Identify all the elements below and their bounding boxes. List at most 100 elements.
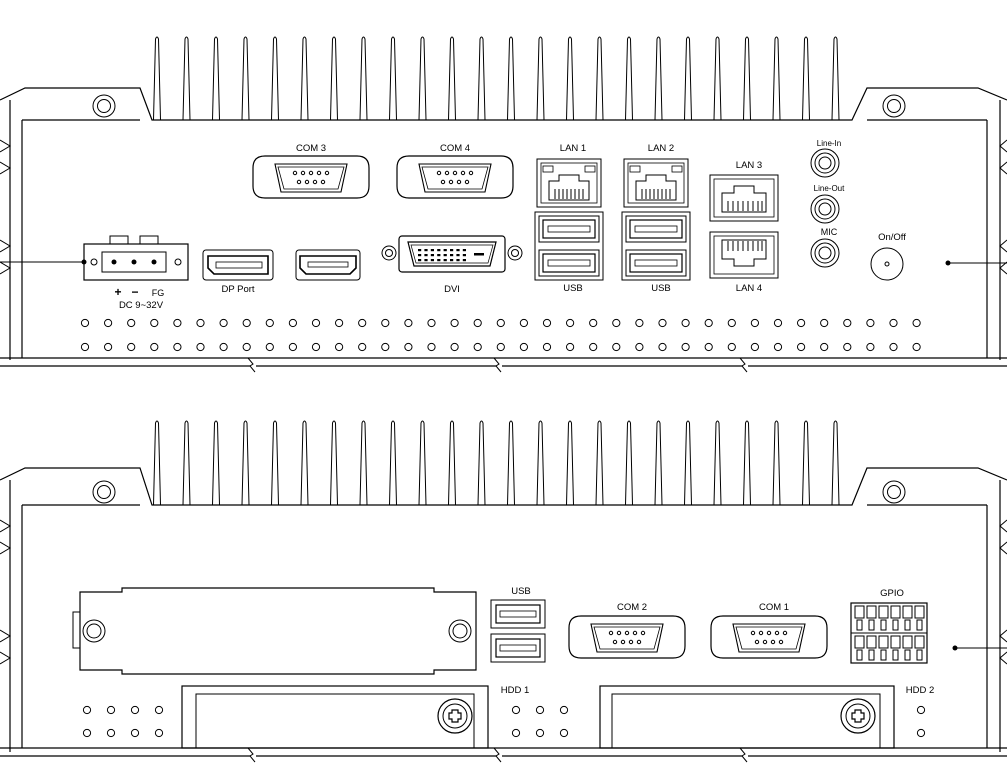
vent-hole: [450, 318, 459, 328]
vent-hole: [566, 318, 575, 328]
lan4-label: LAN 4: [736, 283, 762, 294]
heatsink-fin: [359, 420, 368, 506]
lan1-rj45-port[interactable]: [536, 158, 602, 208]
heatsink-fin: [153, 420, 161, 506]
rear-mount-hole-right: [882, 480, 906, 504]
usb-port-front-1b[interactable]: [538, 249, 600, 277]
rear-vent-holes: [82, 705, 926, 738]
vent-hole: [658, 342, 667, 352]
vent-hole: [80, 318, 90, 328]
com4-db9-connector[interactable]: [396, 155, 514, 199]
heatsink-fin: [684, 36, 692, 121]
vent-hole: [511, 705, 521, 715]
heatsink-fin: [743, 420, 751, 506]
lan3-rj45-port[interactable]: [709, 174, 779, 222]
heatsink-fin: [831, 420, 840, 506]
gpio-pin-slot: [890, 605, 901, 619]
usb-port-rear-1[interactable]: [490, 599, 546, 629]
hdd2-thumbscrew[interactable]: [840, 698, 876, 734]
dvi-pin: [424, 254, 428, 257]
vent-hole: [106, 728, 116, 738]
vent-hole: [381, 342, 390, 352]
gpio-pin-latch: [904, 619, 911, 631]
vent-hole: [704, 342, 713, 352]
vent-hole: [750, 342, 760, 352]
gpio-pin-latch: [856, 649, 863, 661]
hdd1-thumbscrew[interactable]: [437, 698, 473, 734]
dvi-pin: [443, 259, 447, 262]
heatsink-fin: [418, 420, 427, 506]
vent-hole: [219, 318, 228, 328]
heatsink-fin: [566, 420, 574, 506]
vent-hole: [311, 318, 321, 328]
dvi-pin: [424, 249, 428, 252]
heatsink-fin: [743, 36, 751, 121]
heatsink-fin: [448, 36, 456, 121]
lan2-rj45-port[interactable]: [623, 158, 689, 208]
front-heatsink-fins: [153, 36, 840, 121]
heatsink-fin: [182, 36, 191, 121]
heatsink-fin: [300, 36, 309, 121]
heatsink-fin: [389, 420, 397, 506]
mic-jack[interactable]: [810, 238, 840, 268]
heatsink-fin: [300, 420, 309, 506]
vent-hole: [288, 342, 297, 352]
hdmi-connector[interactable]: [295, 249, 361, 281]
front-side-ridges: [0, 139, 1007, 275]
dp-port-label: DP Port: [221, 284, 254, 295]
heatsink-fin: [271, 420, 279, 506]
vent-hole: [773, 342, 783, 352]
vent-hole: [635, 342, 644, 352]
line-in-jack[interactable]: [810, 148, 840, 178]
heatsink-fin: [772, 36, 781, 121]
vent-hole: [820, 342, 829, 352]
gpio-pin-slot: [902, 635, 913, 649]
dvi-pin: [430, 254, 434, 257]
vent-hole: [130, 728, 140, 738]
vent-hole: [511, 728, 521, 738]
displayport-connector[interactable]: [202, 249, 274, 281]
rear-heatsink-fins: [153, 420, 840, 506]
dvi-pin: [462, 249, 466, 252]
com3-db9-connector[interactable]: [252, 155, 370, 199]
vent-hole: [404, 318, 413, 328]
dvi-pin: [418, 259, 422, 262]
heatsink-fin: [182, 420, 191, 506]
vent-hole: [335, 342, 344, 352]
heatsink-fin: [713, 420, 722, 506]
lan4-rj45-port[interactable]: [709, 231, 779, 279]
heatsink-fin: [330, 36, 338, 121]
gpio-pin-slot: [854, 635, 865, 649]
heatsink-fin: [684, 420, 692, 506]
line-out-jack[interactable]: [810, 194, 840, 224]
vent-hole: [242, 342, 251, 352]
vent-hole: [335, 318, 344, 328]
dvi-connector[interactable]: [381, 235, 523, 273]
usb-port-front-1a[interactable]: [538, 215, 600, 243]
hdd1-tray[interactable]: [181, 685, 489, 749]
dvi-pin: [443, 254, 447, 257]
gpio-terminal-block[interactable]: [850, 602, 928, 664]
vent-hole: [912, 318, 921, 328]
heatsink-fin: [536, 420, 545, 506]
heatsink-fin: [536, 36, 545, 121]
gpio-pin-slot: [854, 605, 865, 619]
usb-port-front-2a[interactable]: [625, 215, 687, 243]
vent-hole: [589, 342, 598, 352]
heatsink-fin: [359, 36, 368, 121]
vent-hole: [427, 342, 436, 352]
front-callout-right: [945, 260, 1007, 266]
com1-db9-connector[interactable]: [710, 615, 828, 659]
gpio-pin-latch: [892, 619, 899, 631]
power-button[interactable]: [870, 247, 904, 281]
usb-port-front-2b[interactable]: [625, 249, 687, 277]
dvi-pin: [437, 259, 441, 262]
usb-port-rear-2[interactable]: [490, 633, 546, 663]
dc-power-terminal[interactable]: [0, 235, 189, 281]
expansion-slot-cover: [72, 587, 477, 675]
com2-db9-connector[interactable]: [568, 615, 686, 659]
heatsink-fin: [654, 36, 663, 121]
hdd2-tray[interactable]: [599, 685, 895, 749]
vent-hole: [612, 342, 621, 352]
power-label: On/Off: [878, 232, 906, 243]
